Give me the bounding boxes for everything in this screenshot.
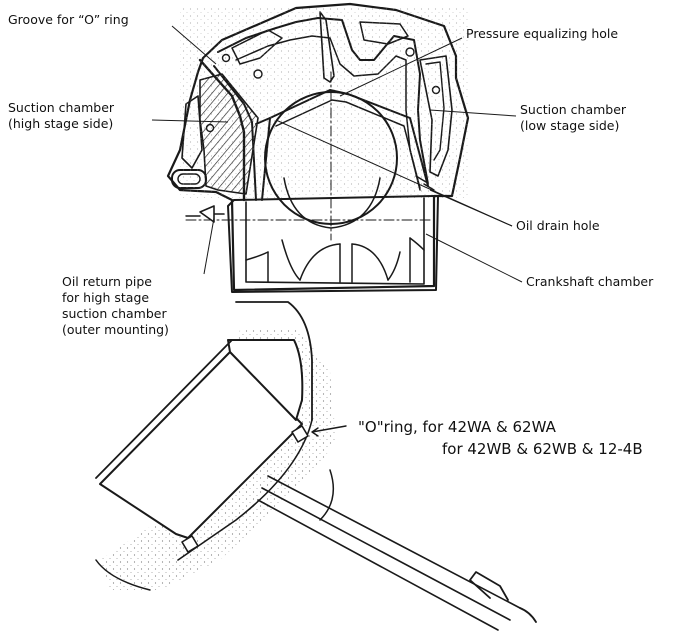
cylinder-block	[99, 351, 303, 539]
bore-inner-arc	[283, 177, 381, 229]
label-suction-high-line1: Suction chamber	[8, 100, 115, 115]
label-oring-line2: for 42WB & 62WB & 12-4B	[442, 440, 643, 458]
oil-return-fitting	[199, 205, 225, 223]
piston-wall-left	[95, 339, 233, 479]
label-suction-low-line1: Suction chamber	[520, 102, 627, 117]
cylinder-block-upper	[227, 339, 304, 421]
oring-groove-lower	[181, 535, 199, 553]
crankcase-section	[166, 2, 470, 293]
label-groove-oring: Groove for “O” ring	[8, 12, 129, 27]
label-suction-low-line2: (low stage side)	[520, 118, 619, 133]
bottom-rib-curves	[245, 237, 425, 281]
label-oil-drain-hole: Oil drain hole	[516, 218, 600, 233]
label-pressure-equalizing-hole: Pressure equalizing hole	[466, 26, 618, 41]
label-crankshaft-chamber: Crankshaft chamber	[526, 274, 654, 289]
oring-mounting-detail	[95, 301, 537, 631]
leader-lines	[151, 25, 523, 283]
crank-lower-wall	[245, 197, 425, 285]
connecting-rod	[257, 475, 521, 631]
oil-drain-hole-marks	[415, 175, 435, 191]
crankshaft-chamber-body	[233, 195, 435, 201]
bottom-ribs	[267, 237, 411, 283]
lower-flange	[227, 195, 439, 293]
casting-texture	[180, 8, 470, 198]
base-contour	[95, 469, 335, 591]
label-suction-high-line2: (high stage side)	[8, 116, 113, 131]
label-oil-return-line3: suction chamber	[62, 306, 167, 321]
housing-wall-right	[235, 301, 313, 421]
label-oring-line1: "O"ring, for 42WA & 62WA	[358, 418, 557, 436]
label-oil-return-line1: Oil return pipe	[62, 274, 152, 289]
oring-arrow	[311, 425, 347, 437]
labels: Groove for “O” ring Pressure equalizing …	[8, 12, 654, 458]
housing-wall-lower	[177, 419, 313, 561]
oring-groove	[291, 425, 309, 443]
label-oil-return-line2: for high stage	[62, 290, 149, 305]
rod-end	[469, 571, 537, 623]
label-oil-return-line4: (outer mounting)	[62, 322, 169, 337]
